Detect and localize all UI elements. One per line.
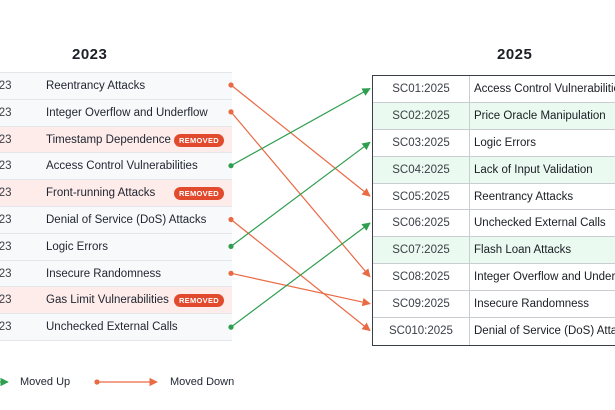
left-row-code: 2023	[0, 213, 12, 226]
right-row: SC01:2025 Access Control Vulnerabilities	[373, 76, 615, 103]
right-row: SC08:2025 Integer Overflow and Underflow	[373, 264, 615, 292]
left-row: 2023 Unchecked External Calls	[0, 314, 232, 341]
right-row: SC04:2025 Lack of Input Validation	[373, 156, 615, 184]
left-row-code: 2023	[0, 187, 12, 200]
left-row: 2023 Access Control Vulnerabilities	[0, 153, 232, 181]
right-row-code: SC06:2025	[392, 217, 450, 230]
legend-down-arrow-icon	[94, 377, 158, 387]
left-row-name: Front-running Attacks	[46, 187, 156, 200]
right-row-code: SC03:2025	[392, 136, 450, 149]
left-row-name: Access Control Vulnerabilities	[46, 160, 198, 173]
right-row-name: Price Oracle Manipulation	[474, 109, 606, 122]
right-row: SC02:2025 Price Oracle Manipulation	[373, 102, 615, 130]
arrow-up	[228, 222, 371, 330]
left-row: 2023 Front-running Attacks REMOVED	[0, 180, 232, 207]
left-row-name: Reentrancy Attacks	[46, 80, 146, 92]
right-row-code: SC04:2025	[392, 163, 450, 176]
arrow-down	[228, 109, 371, 278]
arrow-down	[228, 270, 371, 307]
left-row: 2023 Reentrancy Attacks	[0, 73, 232, 100]
arrow-up	[228, 141, 371, 249]
year-2025-title: 2025	[497, 46, 533, 63]
right-row-code-cell	[373, 76, 470, 102]
left-row-name: Unchecked External Calls	[46, 321, 178, 334]
right-row-name: Lack of Input Validation	[474, 163, 593, 176]
right-row-name: Logic Errors	[474, 136, 536, 149]
left-row-code: 2023	[0, 294, 12, 307]
year-2023-title: 2023	[72, 46, 108, 63]
right-row-code: SC010:2025	[389, 325, 453, 338]
right-row-code-cell	[373, 102, 470, 129]
right-row: SC06:2025 Unchecked External Calls	[373, 210, 615, 238]
right-row-code-cell	[373, 237, 470, 264]
left-row: 2023 Denial of Service (DoS) Attacks	[0, 206, 232, 234]
left-row: 2023 Gas Limit Vulnerabilities REMOVED	[0, 287, 232, 315]
left-row-name: Denial of Service (DoS) Attacks	[46, 213, 207, 226]
left-row-name: Timestamp Dependence	[46, 133, 171, 146]
arrow-up	[228, 87, 371, 169]
right-row-code-cell	[373, 210, 470, 237]
right-row-name: Access Control Vulnerabilities	[474, 83, 615, 95]
right-row: SC010:2025 Denial of Service (DoS) Attack…	[373, 318, 615, 345]
right-row-name: Unchecked External Calls	[474, 217, 606, 230]
right-row-code: SC08:2025	[392, 271, 450, 284]
legend-up-arrow-icon	[0, 377, 9, 387]
right-row-code: SC05:2025	[392, 190, 450, 203]
removed-badge: REMOVED	[173, 187, 224, 201]
left-row-name: Logic Errors	[46, 240, 108, 253]
left-row: 2023 Logic Errors	[0, 233, 232, 261]
right-row-code-cell	[373, 183, 470, 210]
left-row-name: Insecure Randomness	[46, 267, 162, 280]
left-row-code: 2023	[0, 240, 12, 253]
left-row: 2023 Integer Overflow and Underflow	[0, 99, 232, 127]
right-row-code: SC02:2025	[392, 109, 450, 122]
right-row-code-cell	[373, 318, 470, 345]
right-row-code-cell	[373, 291, 470, 318]
right-row-name: Reentrancy Attacks	[474, 190, 574, 203]
left-row-code: 2023	[0, 267, 12, 280]
left-row-name: Integer Overflow and Underflow	[46, 106, 208, 119]
right-row-name: Flash Loan Attacks	[474, 244, 572, 257]
right-row-code: SC01:2025	[392, 83, 450, 95]
right-row: SC05:2025 Reentrancy Attacks	[373, 183, 615, 211]
removed-badge: REMOVED	[173, 133, 224, 147]
left-row-code: 2023	[0, 160, 12, 173]
right-row-name: Integer Overflow and Underflow	[474, 271, 615, 284]
left-row-code: 2023	[0, 106, 12, 119]
right-row-code: SC07:2025	[392, 244, 450, 257]
right-row-code-cell	[373, 264, 470, 291]
right-row-code: SC09:2025	[392, 298, 450, 311]
right-row: SC03:2025 Logic Errors	[373, 129, 615, 157]
arrow-down	[228, 82, 371, 197]
right-row-name: Insecure Randomness	[474, 298, 590, 311]
left-row-code: 2023	[0, 133, 12, 146]
left-row: 2023 Insecure Randomness	[0, 260, 232, 288]
left-row-code: 2023	[0, 80, 12, 92]
legend-moved-up-label: Moved Up	[20, 376, 71, 388]
left-row-name: Gas Limit Vulnerabilities	[46, 294, 169, 307]
removed-badge: REMOVED	[173, 294, 224, 308]
right-row: SC07:2025 Flash Loan Attacks	[373, 237, 615, 265]
left-row-code: 2023	[0, 321, 12, 334]
right-row: SC09:2025 Insecure Randomness	[373, 291, 615, 319]
legend-moved-down-label: Moved Down	[170, 376, 235, 388]
right-row-name: Denial of Service (DoS) Attacks	[474, 325, 615, 338]
right-row-code-cell	[373, 156, 470, 183]
left-list-2023: 2023Reentrancy Attacks2023Integer Overfl…	[0, 72, 232, 341]
right-row-code-cell	[373, 129, 470, 156]
